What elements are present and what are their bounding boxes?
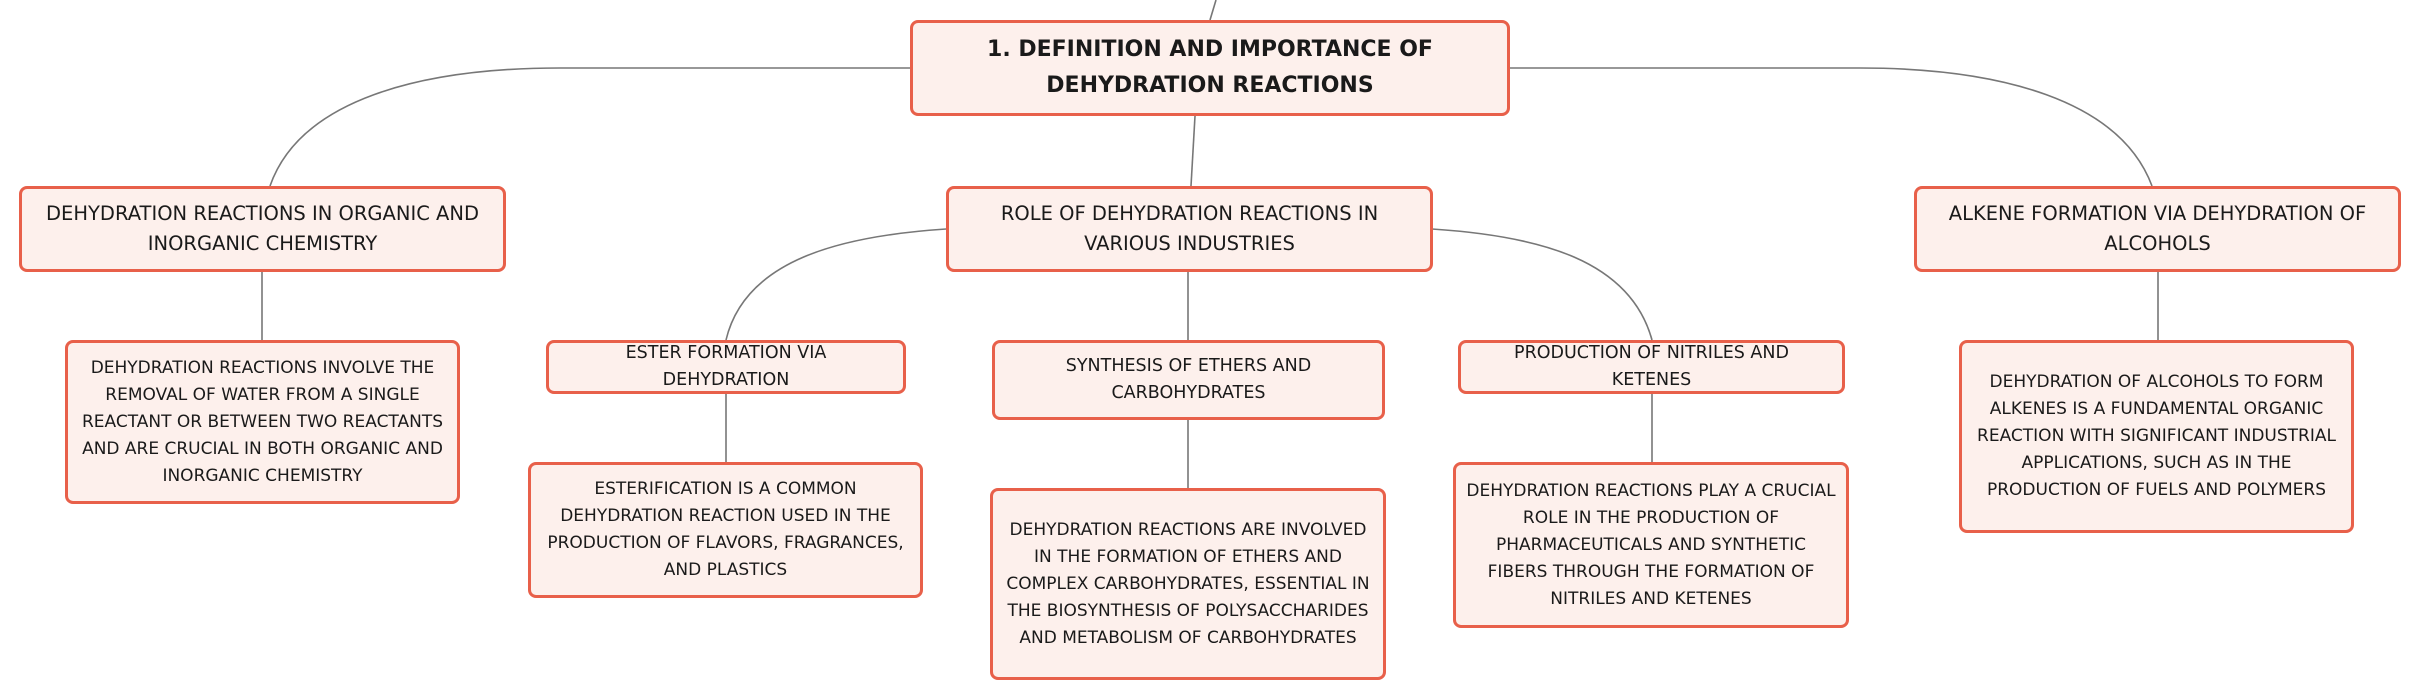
detail-ester-formation[interactable]: ESTERIFICATION IS A COMMON DEHYDRATION R… [528, 462, 923, 598]
topic-role-in-industries[interactable]: ROLE OF DEHYDRATION REACTIONS IN VARIOUS… [946, 186, 1433, 272]
subtopic-label: ESTER FORMATION VIA DEHYDRATION [625, 343, 827, 390]
connector-industries-to-nitriles [1431, 228, 1653, 341]
subtopic-label: SYNTHESIS OF ETHERS AND CARBOHYDRATES [1065, 356, 1312, 403]
detail-text: DEHYDRATION REACTIONS INVOLVE THE REMOVA… [81, 357, 444, 486]
topic-alkene-formation[interactable]: ALKENE FORMATION VIA DEHYDRATION OF ALCO… [1914, 186, 2401, 272]
connector-parent-to-root [1209, 0, 1217, 21]
detail-text: DEHYDRATION REACTIONS PLAY A CRUCIAL ROL… [1466, 480, 1836, 609]
detail-text: ESTERIFICATION IS A COMMON DEHYDRATION R… [547, 479, 904, 580]
subtopic-label: PRODUCTION OF NITRILES AND KETENES [1514, 343, 1789, 390]
connector-root-to-alkene [1508, 67, 2153, 187]
detail-text: DEHYDRATION REACTIONS ARE INVOLVED IN TH… [1006, 519, 1370, 648]
topic-label: ALKENE FORMATION VIA DEHYDRATION OF ALCO… [1948, 202, 2367, 255]
detail-organic-inorganic-chemistry[interactable]: DEHYDRATION REACTIONS INVOLVE THE REMOVA… [65, 340, 460, 504]
topic-label: ROLE OF DEHYDRATION REACTIONS IN VARIOUS… [1000, 202, 1379, 255]
root-topic-node[interactable]: 1. DEFINITION AND IMPORTANCE OF DEHYDRAT… [910, 20, 1510, 116]
subtopic-ester-formation[interactable]: ESTER FORMATION VIA DEHYDRATION [546, 340, 906, 394]
detail-alkene-formation[interactable]: DEHYDRATION OF ALCOHOLS TO FORM ALKENES … [1959, 340, 2354, 533]
subtopic-nitriles-ketenes[interactable]: PRODUCTION OF NITRILES AND KETENES [1458, 340, 1845, 394]
connector-industries-to-ester [725, 228, 947, 341]
connector-root-to-organic-inorganic [269, 67, 910, 187]
subtopic-ethers-carbohydrates[interactable]: SYNTHESIS OF ETHERS AND CARBOHYDRATES [992, 340, 1385, 420]
topic-organic-inorganic-chemistry[interactable]: DEHYDRATION REACTIONS IN ORGANIC AND INO… [19, 186, 506, 272]
detail-ethers-carbohydrates[interactable]: DEHYDRATION REACTIONS ARE INVOLVED IN TH… [990, 488, 1386, 680]
connector-root-to-industries [1190, 115, 1196, 187]
root-topic-label: 1. DEFINITION AND IMPORTANCE OF DEHYDRAT… [987, 37, 1433, 98]
detail-nitriles-ketenes[interactable]: DEHYDRATION REACTIONS PLAY A CRUCIAL ROL… [1453, 462, 1849, 628]
topic-label: DEHYDRATION REACTIONS IN ORGANIC AND INO… [46, 202, 479, 255]
detail-text: DEHYDRATION OF ALCOHOLS TO FORM ALKENES … [1977, 372, 2336, 500]
